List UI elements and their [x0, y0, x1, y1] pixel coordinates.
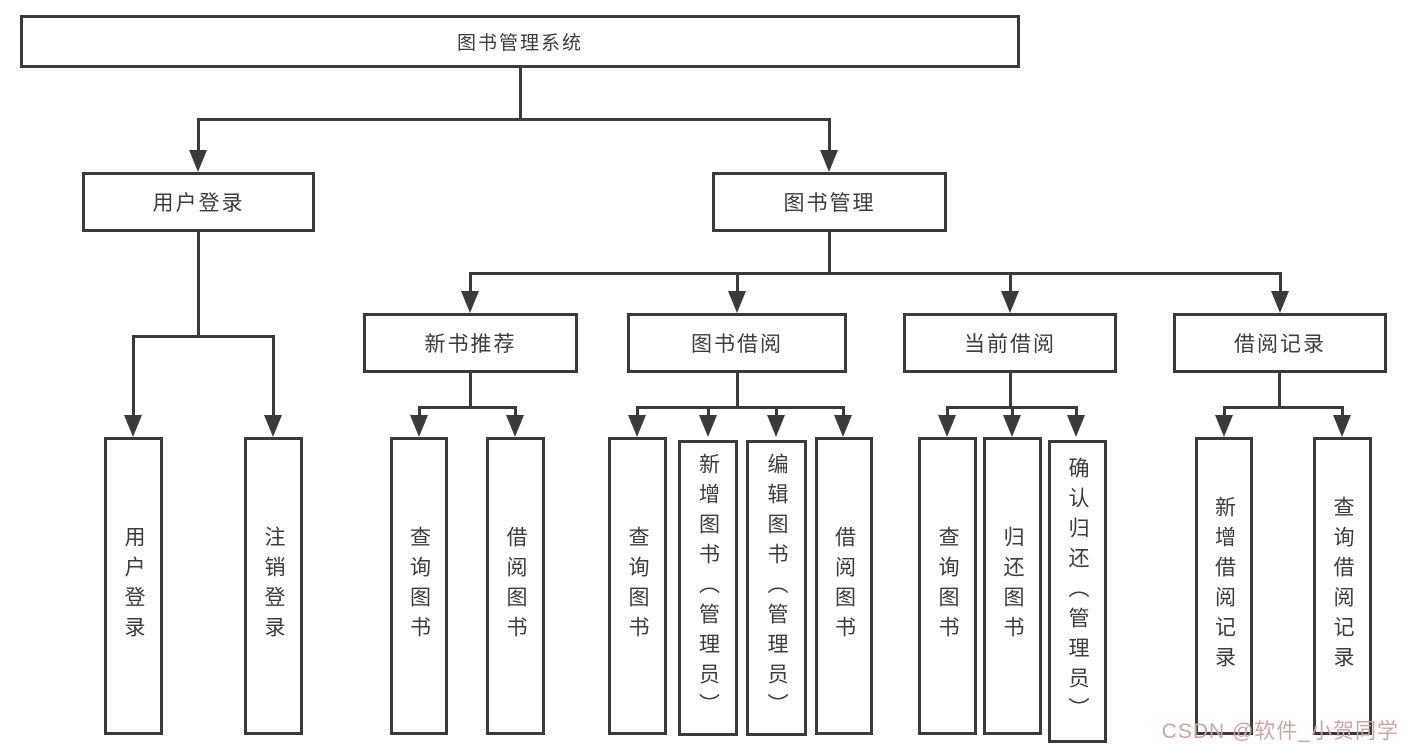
arrowhead-down-icon — [410, 415, 428, 437]
leaf-cb-query-books: 查询图书 — [918, 437, 977, 735]
connector-to-leaf-user-login — [132, 335, 135, 415]
leaf-label: 借阅图书 — [832, 526, 856, 646]
leaf-nbr-borrow-books: 借阅图书 — [486, 437, 545, 735]
leaf-label: 查询图书 — [936, 526, 959, 646]
connector-book-mgmt-stem — [828, 232, 831, 272]
arrowhead-down-icon — [938, 415, 956, 437]
csdn-watermark: CSDN @软件_小贺同学 — [1161, 720, 1399, 743]
arrowhead-down-icon — [1215, 415, 1233, 437]
connector-root-rail — [197, 118, 831, 121]
arrowhead-down-icon — [461, 291, 479, 313]
connector-to-book-borrowing — [736, 272, 739, 291]
node-book-borrowing: 图书借阅 — [627, 313, 847, 373]
connector-user-login-rail — [132, 335, 275, 338]
connector-cb-stem — [1009, 373, 1012, 406]
leaf-br-add-record: 新增借阅记录 — [1195, 437, 1253, 735]
arrowhead-down-icon — [124, 415, 142, 437]
node-library-system: 图书管理系统 — [20, 15, 1020, 68]
node-borrow-records: 借阅记录 — [1173, 313, 1387, 373]
leaf-label: 归还图书 — [1001, 526, 1024, 646]
connector-nbr-stem — [469, 373, 472, 406]
connector-to-bb-edit — [775, 406, 778, 415]
leaf-bb-borrow-books: 借阅图书 — [815, 437, 873, 735]
connector-to-user-login — [197, 118, 200, 152]
arrowhead-down-icon — [820, 150, 838, 172]
node-label: 用户登录 — [152, 192, 245, 215]
arrowhead-down-icon — [1003, 415, 1021, 437]
node-label: 当前借阅 — [964, 333, 1056, 356]
leaf-user-login: 用户登录 — [104, 437, 163, 735]
leaf-label: 查询图书 — [626, 526, 649, 646]
arrowhead-down-icon — [1067, 415, 1085, 437]
connector-to-cb-return — [1011, 406, 1014, 415]
connector-to-bb-query — [636, 406, 639, 415]
arrowhead-down-icon — [834, 415, 852, 437]
connector-to-nbr-borrow — [514, 406, 517, 415]
arrowhead-down-icon — [1271, 291, 1289, 313]
connector-to-bb-add — [707, 406, 710, 415]
connector-to-leaf-logout — [272, 335, 275, 415]
leaf-label: 新增图书（管理员） — [696, 453, 720, 723]
node-label: 图书管理 — [783, 192, 876, 215]
connector-user-login-stem — [197, 232, 200, 335]
leaf-bb-add-books-admin: 新增图书（管理员） — [678, 440, 738, 736]
connector-to-nbr-query — [418, 406, 421, 415]
arrowhead-down-icon — [728, 291, 746, 313]
connector-bb-rail — [636, 406, 845, 409]
connector-bb-stem — [736, 373, 739, 406]
leaf-cb-confirm-return-admin: 确认归还（管理员） — [1048, 440, 1107, 743]
leaf-label: 注销登录 — [262, 526, 285, 646]
node-label: 借阅记录 — [1234, 333, 1326, 356]
node-label: 新书推荐 — [424, 333, 517, 356]
node-book-management: 图书管理 — [712, 172, 947, 232]
node-user-login-group: 用户登录 — [82, 172, 315, 232]
leaf-label: 查询借阅记录 — [1331, 496, 1354, 676]
node-new-book-recommend: 新书推荐 — [363, 313, 578, 373]
arrowhead-down-icon — [1001, 291, 1019, 313]
arrowhead-down-icon — [1333, 415, 1351, 437]
connector-to-cb-query — [946, 406, 949, 415]
connector-to-br-query — [1341, 406, 1344, 415]
leaf-cb-return-books: 归还图书 — [983, 437, 1042, 735]
leaf-label: 确认归还（管理员） — [1066, 456, 1089, 727]
arrowhead-down-icon — [699, 415, 717, 437]
arrowhead-down-icon — [189, 150, 207, 172]
arrowhead-down-icon — [506, 415, 524, 437]
connector-to-book-management — [828, 118, 831, 152]
leaf-label: 借阅图书 — [504, 526, 527, 646]
connector-to-bb-borrow — [842, 406, 845, 415]
connector-to-new-book-recommend — [469, 272, 472, 291]
arrowhead-down-icon — [264, 415, 282, 437]
leaf-label: 新增借阅记录 — [1212, 496, 1236, 676]
node-label: 图书借阅 — [691, 333, 783, 356]
connector-to-br-add — [1223, 406, 1226, 415]
connector-to-borrow-records — [1279, 272, 1282, 291]
connector-book-mgmt-rail — [469, 272, 1281, 275]
connector-to-cb-confirm — [1075, 406, 1078, 415]
leaf-logout: 注销登录 — [244, 437, 303, 735]
leaf-label: 编辑图书（管理员） — [765, 453, 788, 723]
leaf-br-query-record: 查询借阅记录 — [1313, 437, 1372, 735]
node-label: 图书管理系统 — [456, 33, 583, 54]
connector-to-current-borrowing — [1009, 272, 1012, 291]
connector-br-rail — [1223, 406, 1344, 409]
arrowhead-down-icon — [767, 415, 785, 437]
node-current-borrowing: 当前借阅 — [903, 313, 1117, 373]
leaf-bb-edit-books-admin: 编辑图书（管理员） — [746, 440, 807, 736]
arrowhead-down-icon — [628, 415, 646, 437]
leaf-nbr-query-books: 查询图书 — [390, 437, 448, 735]
leaf-label: 用户登录 — [122, 526, 145, 646]
connector-root-stem — [519, 68, 522, 118]
leaf-label: 查询图书 — [407, 526, 431, 646]
leaf-bb-query-books: 查询图书 — [608, 437, 667, 735]
connector-br-stem — [1278, 373, 1281, 406]
connector-nbr-rail — [418, 406, 517, 409]
